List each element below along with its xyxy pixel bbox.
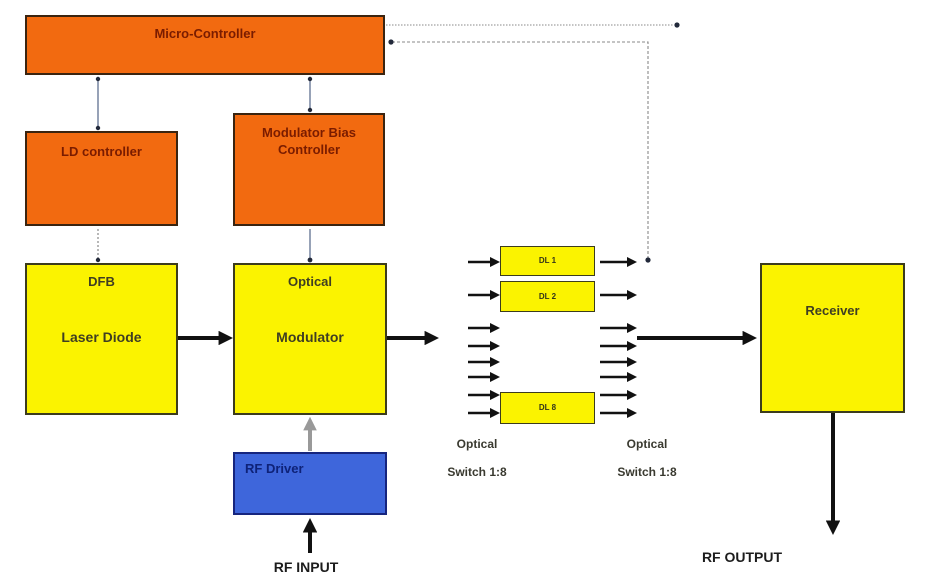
modulator-label: Modulator xyxy=(276,329,344,345)
dashed-link-end-dot xyxy=(645,257,651,263)
link-endpoint-dot xyxy=(307,107,313,113)
receiver-box: Receiver xyxy=(760,263,905,413)
optical-modulator-box: Optical Modulator xyxy=(233,263,387,415)
optical-switch-2-label-line1: Optical xyxy=(626,437,668,451)
optical-switch-2-label: Optical Switch 1:8 xyxy=(587,437,707,493)
optical-switch-2-label-line2: Switch 1:8 xyxy=(617,465,677,479)
link-endpoint-dot xyxy=(307,257,313,263)
delay-line-8-box: DL 8 xyxy=(500,392,595,424)
dfb-laser-diode-box: DFB Laser Diode xyxy=(25,263,178,415)
optical-switch-1-label: Optical Switch 1:8 xyxy=(417,437,537,493)
delay-line-1-box: DL 1 xyxy=(500,246,595,276)
link-endpoint-dot xyxy=(95,76,101,82)
receiver-label: Receiver xyxy=(805,303,860,318)
optical-switch-1-label-line2: Switch 1:8 xyxy=(447,465,507,479)
rf-driver-box: RF Driver xyxy=(233,452,387,515)
modulator-bias-controller-label: Modulator Bias Controller xyxy=(262,125,356,157)
laser-diode-label: Laser Diode xyxy=(61,329,142,345)
rf-input-label: RF INPUT xyxy=(273,559,339,575)
ld-controller-label: LD controller xyxy=(61,144,142,159)
link-endpoint-dot xyxy=(95,125,101,131)
optical-switch-1-label-line1: Optical xyxy=(456,437,498,451)
micro-controller-box: Micro-Controller xyxy=(25,15,385,75)
rf-output-label: RF OUTPUT xyxy=(701,549,783,565)
micro-controller-label: Micro-Controller xyxy=(154,26,256,41)
dashed-link-start-dot xyxy=(388,39,394,45)
modulator-type-label: Optical xyxy=(287,274,333,289)
link-endpoint-dot xyxy=(307,76,313,82)
rf-driver-label: RF Driver xyxy=(245,461,304,476)
modulator-bias-controller-box: Modulator Bias Controller xyxy=(233,113,385,226)
laser-diode-type-label: DFB xyxy=(88,274,115,289)
link-endpoint-dot xyxy=(95,257,101,263)
ld-controller-box: LD controller xyxy=(25,131,178,226)
micro-to-switch2-dashed-link xyxy=(392,41,649,258)
micro-control-line-end-dot xyxy=(674,22,680,28)
delay-line-2-box: DL 2 xyxy=(500,281,595,312)
